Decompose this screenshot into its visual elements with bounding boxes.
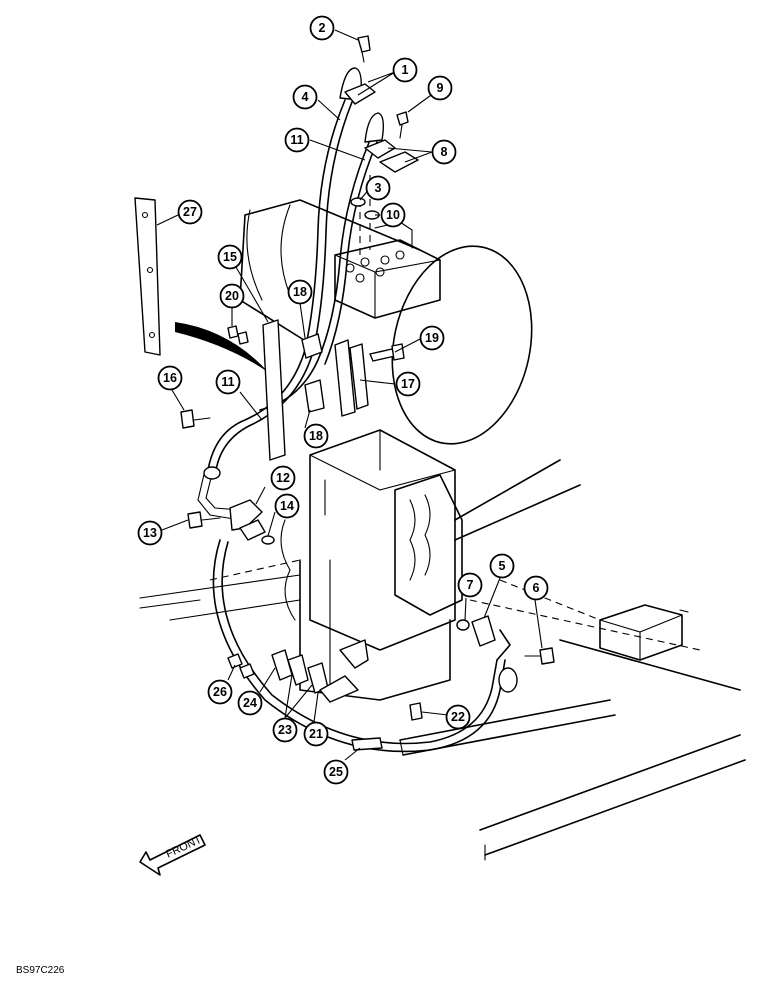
callout-24: 24: [237, 690, 263, 716]
callout-22: 22: [445, 704, 471, 730]
svg-text:4: 4: [302, 90, 309, 104]
svg-text:7: 7: [467, 578, 474, 592]
callout-15: 15: [217, 244, 243, 270]
svg-text:20: 20: [225, 289, 239, 303]
callout-26: 26: [207, 679, 233, 705]
callout-12: 12: [270, 465, 296, 491]
control-valve-block: [280, 429, 463, 701]
callout-19: 19: [419, 325, 445, 351]
callout-1: 1: [392, 57, 418, 83]
callout-23: 23: [272, 717, 298, 743]
svg-text:19: 19: [425, 331, 439, 345]
svg-text:13: 13: [143, 526, 157, 540]
svg-text:23: 23: [278, 723, 292, 737]
svg-text:6: 6: [533, 581, 540, 595]
callout-7: 7: [457, 572, 483, 598]
svg-text:24: 24: [243, 696, 257, 710]
svg-text:22: 22: [451, 710, 465, 724]
svg-text:1: 1: [402, 63, 409, 77]
front-label: FRONT: [164, 834, 204, 861]
svg-text:15: 15: [223, 250, 237, 264]
svg-text:26: 26: [213, 685, 227, 699]
callout-11-top: 11: [284, 127, 310, 153]
callout-5: 5: [489, 553, 515, 579]
callout-14: 14: [274, 493, 300, 519]
svg-text:16: 16: [163, 371, 177, 385]
svg-text:5: 5: [499, 559, 506, 573]
svg-text:17: 17: [401, 377, 415, 391]
callout-6: 6: [523, 575, 549, 601]
svg-text:12: 12: [276, 471, 290, 485]
callout-4: 4: [292, 84, 318, 110]
callout-20: 20: [219, 283, 245, 309]
figure-code: BS97C226: [16, 965, 65, 976]
svg-text:18: 18: [293, 285, 307, 299]
svg-text:2: 2: [319, 21, 326, 35]
callout-21-text: 21: [309, 727, 323, 741]
svg-text:8: 8: [441, 145, 448, 159]
callout-13: 13: [137, 520, 163, 546]
svg-text:25: 25: [329, 765, 343, 779]
svg-text:9: 9: [437, 81, 444, 95]
callout-10: 10: [380, 202, 406, 228]
callout-21: 21: [303, 721, 329, 747]
callout-14-text: 14: [280, 499, 294, 513]
callout-25: 25: [323, 759, 349, 785]
callout-18-bottom: 18: [303, 423, 329, 449]
svg-text:3: 3: [375, 181, 382, 195]
small-parts: [134, 35, 555, 751]
svg-text:11: 11: [221, 375, 234, 389]
callout-9: 9: [427, 75, 453, 101]
callout-2: 2: [309, 15, 335, 41]
hose-assemblies: [197, 67, 518, 753]
callout-8: 8: [431, 139, 457, 165]
svg-text:10: 10: [386, 208, 400, 222]
callout-27: 27: [177, 199, 203, 225]
callout-18b-text: 18: [309, 429, 323, 443]
callout-18-top: 18: [287, 279, 313, 305]
front-arrow: FRONT: [139, 834, 206, 876]
callout-17: 17: [395, 371, 421, 397]
callouts: 2 1 9 4 11 8 3 10 27 15 20 18 19 16 11 1…: [137, 15, 549, 785]
callout-16: 16: [157, 365, 183, 391]
callout-3: 3: [365, 175, 391, 201]
leader-lines: [156, 29, 543, 761]
callout-11-mid: 11: [215, 369, 241, 395]
svg-text:11: 11: [290, 133, 303, 147]
svg-text:27: 27: [183, 205, 197, 219]
